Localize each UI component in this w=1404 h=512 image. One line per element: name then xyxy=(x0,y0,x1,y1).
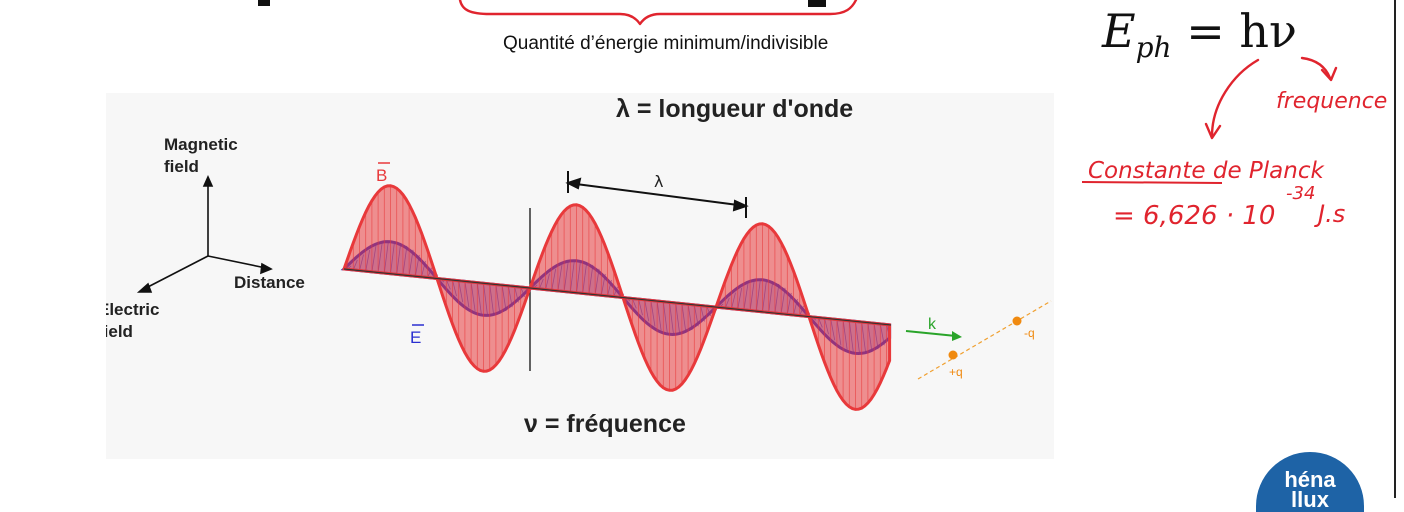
e-vector-label: E xyxy=(410,328,421,347)
henallux-logo: héna llux xyxy=(1256,452,1364,512)
plus-q-label: +q xyxy=(949,365,963,379)
constante-annotation: Constante de Planck xyxy=(1088,158,1325,184)
nu-title: ν = fréquence xyxy=(524,410,686,438)
formula-rhs: = hν xyxy=(1186,4,1297,58)
distance-label: Distance xyxy=(234,273,305,292)
right-edge-bar xyxy=(1394,0,1396,498)
minus-q-label: -q xyxy=(1024,326,1035,340)
k-vector-label: k xyxy=(928,316,937,333)
caption: Quantité d’énergie minimum/indivisible xyxy=(503,33,829,54)
propagation-axis xyxy=(343,268,892,326)
constante-arrow xyxy=(1210,58,1260,138)
frequence-arrow xyxy=(1300,56,1332,80)
lambda-arrow xyxy=(565,171,749,218)
lambda-title: λ = longueur d'onde xyxy=(616,95,853,123)
photon-energy-formula: Eph = hν xyxy=(1102,4,1297,64)
electric-field-label: Electricfield xyxy=(106,300,159,341)
slide: Quantité d’énergie minimum/indivisible M… xyxy=(106,0,1396,512)
formula-subscript: ph xyxy=(1135,31,1172,65)
planck-unit: J.s xyxy=(1314,200,1345,228)
k-vector: k xyxy=(905,316,962,341)
formula-lhs: E xyxy=(1102,4,1136,58)
magnetic-wave xyxy=(341,184,892,411)
charges: -q +q xyxy=(917,300,1052,380)
planck-exponent: -34 xyxy=(1286,183,1315,204)
logo-line2: llux xyxy=(1291,487,1329,512)
b-vector-label: B xyxy=(376,166,387,185)
planck-value: = 6,626 · 10 xyxy=(1113,201,1275,231)
lambda-symbol: λ xyxy=(654,172,663,191)
logo-line1: héna xyxy=(1284,467,1336,492)
axes xyxy=(136,175,273,293)
frequence-annotation: frequence xyxy=(1276,89,1387,114)
